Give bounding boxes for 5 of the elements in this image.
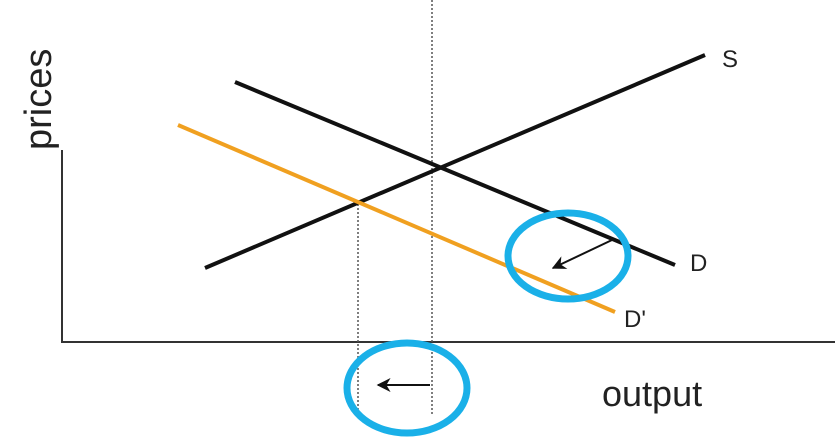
curve-label: D bbox=[690, 252, 708, 276]
curve-label: S bbox=[722, 48, 738, 72]
curve-label: D' bbox=[624, 308, 646, 332]
axis-label: output bbox=[602, 376, 702, 412]
axis-label: prices bbox=[20, 48, 58, 150]
